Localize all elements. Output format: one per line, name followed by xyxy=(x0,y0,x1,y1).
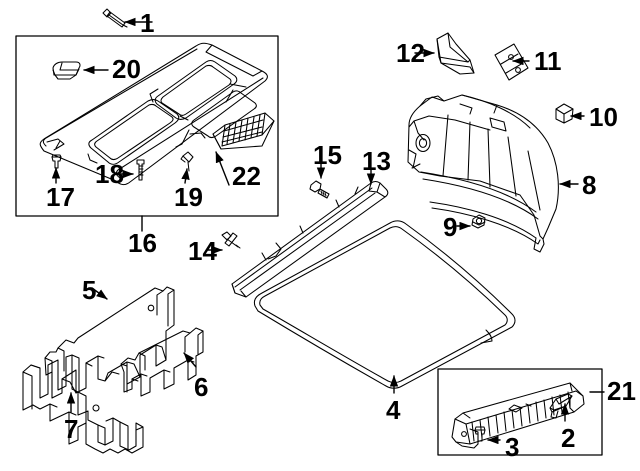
callout-3[interactable]: 3 xyxy=(505,432,520,462)
part-8-quarter-trim-panel xyxy=(407,94,559,253)
part-18-screw xyxy=(136,159,145,181)
callout-10[interactable]: 10 xyxy=(589,102,618,132)
callout-11[interactable]: 11 xyxy=(534,46,562,76)
callout-2[interactable]: 2 xyxy=(561,423,576,453)
callout-12[interactable]: 12 xyxy=(396,38,425,68)
part-12-corner-trim xyxy=(436,32,475,75)
part-19-clip xyxy=(180,151,194,172)
part-1-rear-sill-plate xyxy=(451,382,585,449)
package-tray-group-box xyxy=(15,35,279,217)
part-15-bolt xyxy=(309,180,330,199)
part-16-package-tray-panel xyxy=(39,42,268,186)
callout-7[interactable]: 7 xyxy=(64,414,79,444)
callout-16[interactable]: 16 xyxy=(128,228,157,258)
callout-17[interactable]: 17 xyxy=(46,182,75,212)
part-3-clip xyxy=(474,426,486,442)
callout-4[interactable]: 4 xyxy=(386,395,401,425)
part-7-bracket-front xyxy=(22,354,144,454)
callout-22[interactable]: 22 xyxy=(232,161,261,191)
callout-21[interactable]: 1 xyxy=(140,8,155,38)
part-5-bracket xyxy=(44,286,175,399)
callout-15[interactable]: 15 xyxy=(313,140,342,170)
leader-lines xyxy=(51,17,605,445)
callout-9[interactable]: 9 xyxy=(443,212,458,242)
callout-5[interactable]: 5 xyxy=(82,275,97,305)
part-13-sill-garnish xyxy=(231,180,389,298)
callout-14[interactable]: 14 xyxy=(188,236,217,266)
callout-18[interactable]: 18 xyxy=(95,159,124,189)
part-21-screw xyxy=(102,8,128,28)
part-9-grommet xyxy=(471,214,486,229)
part-17-grommet xyxy=(51,154,62,169)
callout-8[interactable]: 8 xyxy=(582,170,597,200)
callout-13[interactable]: 13 xyxy=(362,146,391,176)
rear-sill-group-box xyxy=(437,368,603,456)
callout-6[interactable]: 6 xyxy=(194,372,209,402)
part-4-cargo-floor-panel xyxy=(253,220,516,389)
part-14-screw xyxy=(221,231,241,249)
part-11-tiedown-cover xyxy=(494,43,529,81)
callout-1[interactable]: 21 xyxy=(607,376,636,406)
callout-19[interactable]: 19 xyxy=(174,182,203,212)
callout-20[interactable]: 20 xyxy=(112,54,141,84)
part-22-speaker-grille xyxy=(212,112,275,150)
part-20-end-cap xyxy=(52,61,81,80)
part-10-cap-plug xyxy=(555,103,574,124)
